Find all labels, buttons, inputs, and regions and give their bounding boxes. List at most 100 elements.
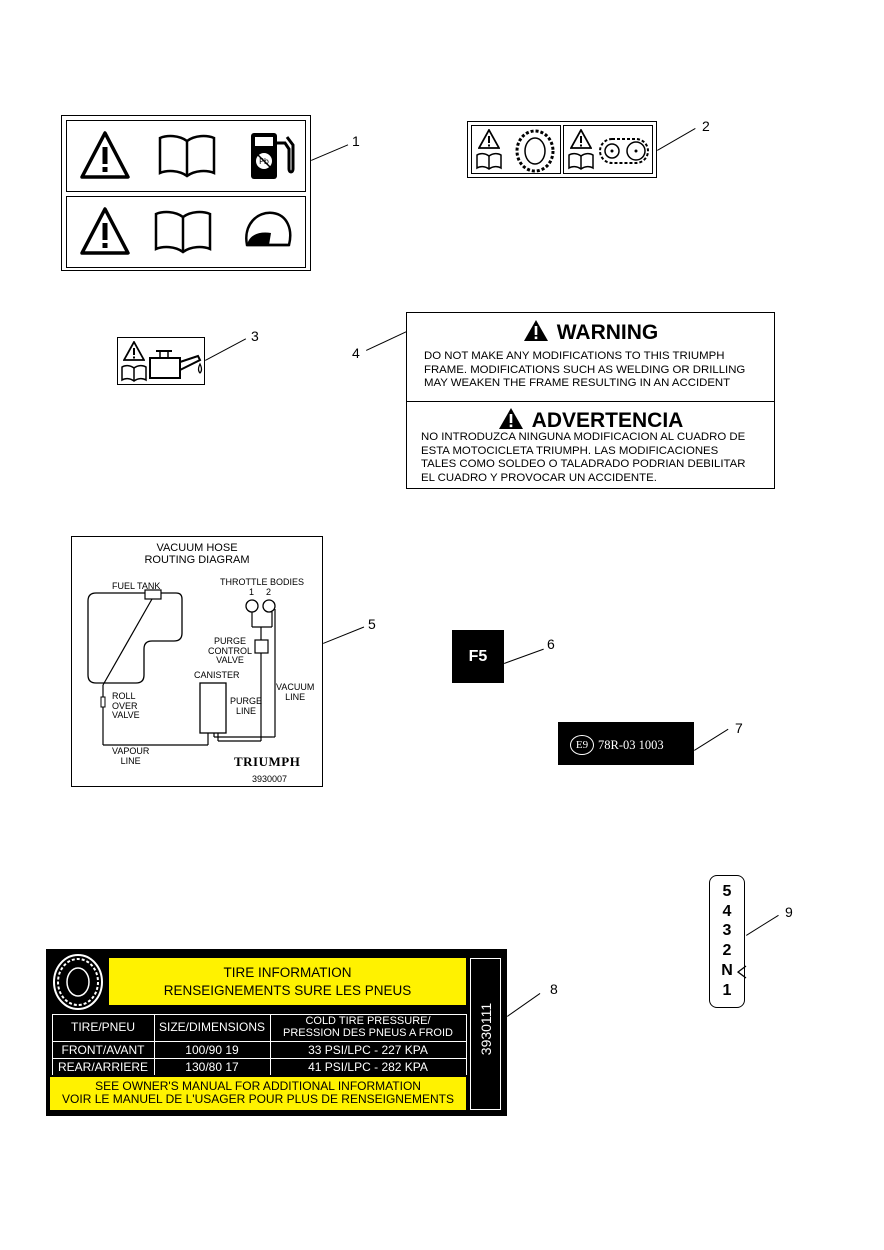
roll-over-valve-label: ROLL OVER VALVE: [112, 691, 140, 721]
label-line: ROLL: [112, 691, 136, 701]
throttle-body-2-label: 2: [266, 587, 272, 597]
label-f5-badge: F5: [452, 630, 504, 683]
routing-part-number: 3930007: [252, 774, 288, 784]
callout-3: 3: [251, 328, 259, 344]
table-rule: [52, 1058, 466, 1059]
callout-9: 9: [785, 904, 793, 920]
warning-line: DO NOT MAKE ANY MODIFICATIONS TO THIS TR…: [424, 350, 725, 362]
label2-tire-panel: [471, 125, 561, 174]
tire-info-footer-line: VOIR LE MANUEL DE L'USAGER POUR PLUS DE …: [62, 1092, 454, 1106]
warning-english-panel: WARNING DO NOT MAKE ANY MODIFICATIONS TO…: [407, 313, 774, 402]
label-line: OVER: [112, 700, 138, 711]
leader-line-1: [311, 144, 349, 161]
tire-info-part-number: 3930111: [478, 1002, 494, 1056]
leader-line-3: [205, 338, 247, 361]
leader-line-6: [504, 648, 544, 664]
leader-line-7: [694, 728, 729, 751]
leader-line-9: [746, 914, 779, 936]
neutral-pointer-icon: [737, 965, 747, 979]
warning-triangle-icon: [80, 131, 130, 179]
leader-line-8: [507, 993, 541, 1017]
table-rule: [270, 1014, 271, 1075]
routing-title-line: ROUTING DIAGRAM: [144, 554, 250, 566]
triumph-logo: TRIUMPH: [234, 754, 301, 769]
vacuum-line-label: VACUUM LINE: [276, 682, 315, 702]
label-line: LINE: [236, 705, 257, 716]
label-e-mark-approval: E9 78R-03 1003: [558, 722, 694, 765]
table-rule: [466, 1014, 467, 1075]
warning-line: MAY WEAKEN THE FRAME RESULTING IN AN ACC…: [424, 377, 731, 389]
label-line: VALVE: [112, 710, 140, 720]
throttle-body-1-label: 1: [249, 587, 255, 597]
tire-info-title-box: TIRE INFORMATION RENSEIGNEMENTS SURE LES…: [109, 958, 466, 1005]
label-vacuum-hose-routing-diagram: VACUUM HOSE ROUTING DIAGRAM FUEL TANK TH…: [71, 536, 323, 787]
table-rule: [154, 1014, 155, 1075]
gear-3: 3: [722, 922, 732, 939]
callout-1: 1: [352, 133, 360, 149]
label-tire-information: TIRE INFORMATION RENSEIGNEMENTS SURE LES…: [46, 949, 507, 1116]
table-header-line: PRESSION DES PNEUS A FROID: [283, 1027, 453, 1039]
label-line: VACUUM: [276, 682, 315, 692]
advertencia-line: NO INTRODUZCA NINGUNA MODIFICACION AL CU…: [421, 431, 746, 443]
table-header-tire: TIRE/PNEU: [70, 1020, 135, 1034]
label-line: CONTROL: [208, 645, 253, 656]
gear-1: 1: [722, 982, 732, 999]
purge-line-label: PURGE LINE: [230, 696, 263, 716]
warning-heading: WARNING: [407, 319, 774, 345]
label-line: LINE: [120, 755, 141, 766]
manual-book-icon: [476, 152, 502, 170]
table-header-size: SIZE/DIMENSIONS: [158, 1020, 265, 1034]
tire-info-title: TIRE INFORMATION: [223, 965, 352, 980]
tire-info-subtitle: RENSEIGNEMENTS SURE LES PNEUS: [163, 983, 412, 998]
tire-icon: [53, 954, 103, 1010]
table-cell: 33 PSI/LPC - 227 KPA: [308, 1043, 428, 1057]
warning-triangle-icon: [80, 207, 130, 255]
label-line: LINE: [285, 691, 306, 702]
routing-title: VACUUM HOSE ROUTING DIAGRAM: [72, 542, 322, 566]
fuel-tank-label: FUEL TANK: [112, 581, 161, 591]
warning-triangle-icon: [570, 129, 592, 149]
e-mark-circle: E9: [570, 735, 594, 755]
table-cell: 130/80 17: [185, 1060, 239, 1074]
manual-book-icon: [154, 210, 212, 254]
label1-row-fuel: Pb: [66, 120, 306, 192]
gear-neutral: N: [721, 962, 733, 979]
label-warning-pictograms-fuel-helmet: Pb: [61, 115, 311, 271]
tire-info-part-number-box: 3930111: [470, 958, 501, 1110]
warning-title: WARNING: [556, 321, 659, 344]
advertencia-body: NO INTRODUZCA NINGUNA MODIFICACION AL CU…: [421, 431, 766, 485]
fuel-pump-icon: Pb: [251, 133, 295, 179]
canister-label: CANISTER: [194, 670, 240, 680]
label1-row-helmet: [66, 196, 306, 268]
table-cell: FRONT/AVANT: [61, 1043, 145, 1057]
warning-line: FRAME. MODIFICATIONS SUCH AS WELDING OR …: [424, 363, 746, 376]
table-cell: 41 PSI/LPC - 282 KPA: [308, 1060, 428, 1074]
routing-title-line: VACUUM HOSE: [156, 542, 238, 554]
callout-2: 2: [702, 118, 710, 134]
warning-triangle-icon: [478, 129, 500, 149]
tire-icon: [515, 129, 555, 173]
gear-4: 4: [722, 903, 732, 920]
gear-5: 5: [722, 883, 732, 900]
advertencia-heading: ADVERTENCIA: [407, 407, 774, 433]
callout-6: 6: [547, 636, 555, 652]
label-line: PURGE: [214, 636, 247, 646]
routing-lines: [87, 589, 276, 746]
warning-body: DO NOT MAKE ANY MODIFICATIONS TO THIS TR…: [424, 350, 766, 391]
label-line: PURGE: [230, 696, 263, 706]
callout-5: 5: [368, 616, 376, 632]
label-oil-pictogram: [117, 337, 205, 385]
approval-number: 78R-03 1003: [598, 738, 664, 752]
label2-chain-panel: [563, 125, 653, 174]
vapour-line-label: VAPOUR LINE: [112, 746, 149, 766]
warning-spanish-panel: ADVERTENCIA NO INTRODUZCA NINGUNA MODIFI…: [407, 401, 774, 488]
table-header-pressure: COLD TIRE PRESSURE/ PRESSION DES PNEUS A…: [270, 1015, 466, 1039]
table-rule: [52, 1041, 466, 1042]
warning-triangle-icon: [523, 320, 548, 341]
label-tire-chain-pictograms: [467, 121, 657, 178]
advertencia-line: ESTA MOTOCICLETA TRIUMPH. LAS MODIFICACI…: [421, 444, 719, 457]
manual-book-icon: [158, 134, 216, 178]
label-line: VALVE: [216, 655, 244, 665]
table-rule: [52, 1014, 53, 1075]
callout-8: 8: [550, 981, 558, 997]
